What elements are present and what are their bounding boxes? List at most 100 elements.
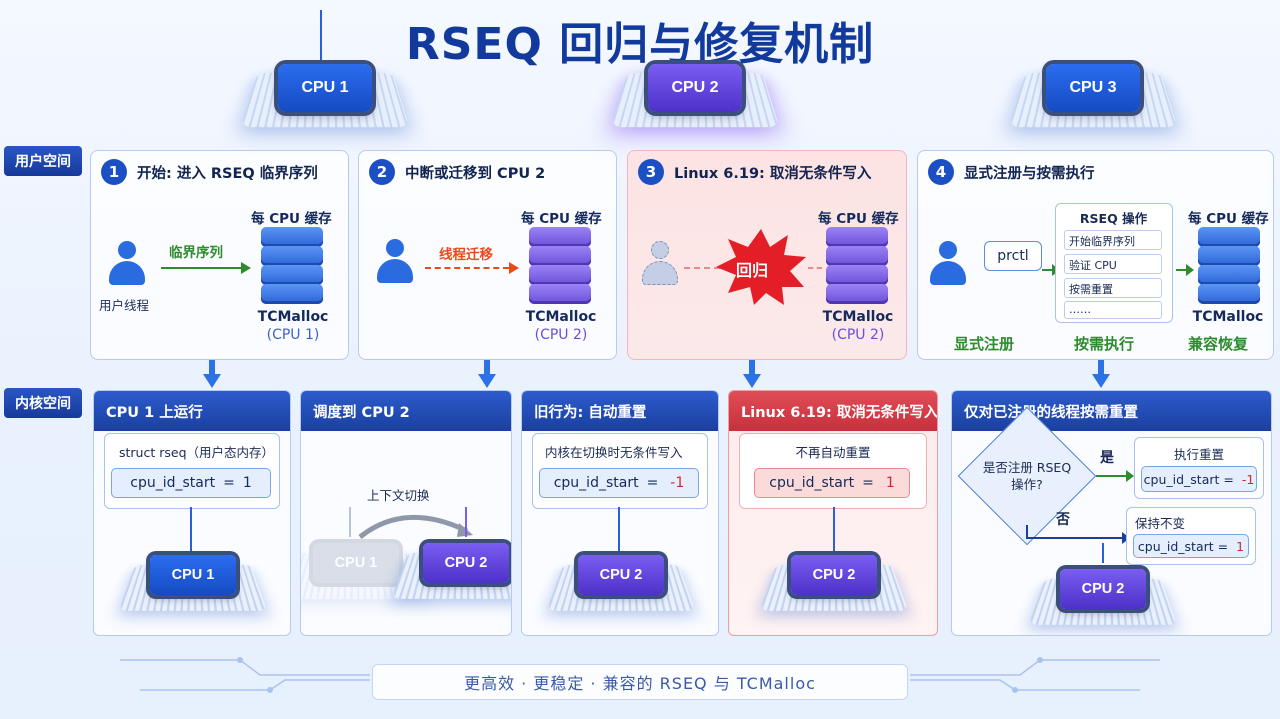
down-arrow-shaft xyxy=(749,360,755,376)
reset-title: 执行重置 xyxy=(1173,447,1224,462)
field-name: cpu_id_start xyxy=(1143,471,1220,487)
step-title: 开始: 进入 RSEQ 临界序列 xyxy=(137,165,318,182)
step-title: 显式注册与按需执行 xyxy=(964,165,1095,182)
cpu-chip-kernel: CPU 2 xyxy=(391,527,511,611)
no-label: 否 xyxy=(1056,512,1070,528)
cache-stack-icon xyxy=(826,227,888,305)
step-number: 2 xyxy=(369,159,395,185)
cpu-chip-label: CPU 3 xyxy=(1046,64,1140,112)
keep-title: 保持不变 xyxy=(1135,516,1186,531)
kernel-panel-title: CPU 1 上运行 xyxy=(94,391,290,431)
context-switch-label: 上下文切换 xyxy=(367,488,430,503)
field-value: 1 xyxy=(1236,538,1245,554)
field-name: cpu_id_start xyxy=(130,475,216,491)
cpu-chip-label: CPU 2 xyxy=(791,555,877,595)
cache-stack-icon xyxy=(261,227,323,305)
explicit-register-label: 显式注册 xyxy=(954,335,1015,353)
arrow-head-icon xyxy=(509,262,519,274)
rseq-op-item: 开始临界序列 xyxy=(1064,230,1162,250)
cpu-chip-label: CPU 1 xyxy=(150,555,236,595)
down-arrow-icon xyxy=(478,374,496,388)
kernel-panel-title: Linux 6.19: 取消无条件写入 xyxy=(729,391,937,431)
user-thread-label: 用户线程 xyxy=(99,298,150,313)
step-panel-3: 3 Linux 6.19: 取消无条件写入 每 CPU 缓存 回归 TCMall… xyxy=(627,150,907,360)
cpu-chip-kernel: CPU 1 xyxy=(118,539,268,623)
connector-line xyxy=(618,507,620,551)
cache-label: 每 CPU 缓存 xyxy=(818,211,899,227)
on-demand-label: 按需执行 xyxy=(1074,335,1135,353)
cpu-chip-kernel: CPU 2 xyxy=(759,539,909,623)
connector-line xyxy=(1102,543,1104,563)
kernel-panel-5: 仅对已注册的线程按需重置 是否注册 RSEQ 操作? 是 执行重置 cpu_id… xyxy=(951,390,1272,636)
field-eq: = xyxy=(862,475,874,491)
struct-rseq-box: struct rseq（用户态内存） cpu_id_start = 1 xyxy=(104,433,280,509)
field-eq: = xyxy=(646,475,659,491)
kernel-panel-title: 调度到 CPU 2 xyxy=(301,391,511,431)
cpu-chip-kernel: CPU 2 xyxy=(546,539,696,623)
footer-tagline: 更高效 · 更稳定 · 兼容的 RSEQ 与 TCMalloc xyxy=(372,664,908,700)
kernel-panel-2: 调度到 CPU 2 上下文切换 CPU 1 CPU 2 xyxy=(300,390,512,636)
cpu-chip-top-2: CPU 2 xyxy=(610,52,780,142)
flow-arrow xyxy=(808,267,822,269)
page-title: RSEQ 回归与修复机制 xyxy=(405,19,875,70)
cache-stack-icon xyxy=(1198,227,1260,305)
prctl-box: prctl xyxy=(984,241,1042,271)
down-arrow-icon xyxy=(203,374,221,388)
step-number: 1 xyxy=(101,159,127,185)
flow-arrow xyxy=(684,267,720,269)
critical-seq-label: 临界序列 xyxy=(169,245,223,261)
no-auto-reset-box: 不再自动重置 cpu_id_start = 1 xyxy=(739,433,927,509)
down-arrow-icon xyxy=(1092,374,1110,388)
down-arrow-shaft xyxy=(209,360,215,376)
arrow-head-icon xyxy=(1186,264,1194,276)
kernel-panel-1: CPU 1 上运行 struct rseq（用户态内存） cpu_id_star… xyxy=(93,390,291,636)
connector-line xyxy=(833,507,835,551)
connector-line xyxy=(465,507,467,537)
user-thread-icon xyxy=(930,241,966,285)
keep-field: cpu_id_start = 1 xyxy=(1133,534,1249,558)
user-thread-icon xyxy=(109,241,145,285)
cache-stack-icon xyxy=(529,227,591,305)
cpu-id-start-field: cpu_id_start = 1 xyxy=(754,468,910,498)
flow-arrow xyxy=(425,267,509,269)
connector-line xyxy=(190,507,192,551)
kernel-panel-4: Linux 6.19: 取消无条件写入 不再自动重置 cpu_id_start … xyxy=(728,390,938,636)
arrow-head-icon xyxy=(1126,470,1134,482)
cpu-label: (CPU 2) xyxy=(831,327,885,343)
tcmalloc-label: TCMalloc xyxy=(525,309,597,325)
step-panel-2: 2 中断或迁移到 CPU 2 每 CPU 缓存 线程迁移 TCMalloc (C… xyxy=(358,150,617,360)
cpu-chip-label: CPU 2 xyxy=(1060,569,1146,609)
down-arrow-icon xyxy=(743,374,761,388)
step-title: 中断或迁移到 CPU 2 xyxy=(405,165,546,182)
field-value: -1 xyxy=(670,475,685,491)
cpu-chip-label: CPU 1 xyxy=(313,543,399,583)
cpu-chip-label: CPU 2 xyxy=(648,64,742,112)
cpu-chip-label: CPU 1 xyxy=(278,64,372,112)
cpu-chip-label: CPU 2 xyxy=(578,555,664,595)
field-eq: = xyxy=(223,475,235,491)
regression-label: 回归 xyxy=(736,261,769,280)
kernel-panel-title: 仅对已注册的线程按需重置 xyxy=(952,391,1271,431)
compat-restore-label: 兼容恢复 xyxy=(1188,335,1249,353)
step-number: 3 xyxy=(638,159,664,185)
no-arrow xyxy=(1026,537,1122,539)
field-name: cpu_id_start xyxy=(553,475,639,491)
kernel-space-label: 内核空间 xyxy=(4,388,82,418)
kernel-panel-title: 旧行为: 自动重置 xyxy=(522,391,718,431)
kernel-panel-3: 旧行为: 自动重置 内核在切换时无条件写入 cpu_id_start = -1 … xyxy=(521,390,719,636)
cpu-chip-kernel: CPU 2 xyxy=(1028,553,1178,635)
rseq-op-item: 验证 CPU xyxy=(1064,254,1162,274)
cpu-chip-label: CPU 2 xyxy=(423,543,509,583)
flow-arrow xyxy=(1042,269,1052,271)
user-thread-icon xyxy=(377,239,413,283)
circuit-decoration-right xyxy=(910,657,1160,693)
rseq-ops-box: RSEQ 操作 开始临界序列 验证 CPU 按需重置 …… xyxy=(1055,203,1173,323)
rseq-op-item: …… xyxy=(1064,301,1162,319)
yes-arrow xyxy=(1096,475,1126,477)
cache-label: 每 CPU 缓存 xyxy=(251,211,332,227)
cpu-chip-top-1: CPU 1 xyxy=(240,52,410,142)
thread-migrate-label: 线程迁移 xyxy=(439,247,493,263)
arrow-head-icon xyxy=(241,262,251,274)
ghost-user-icon xyxy=(642,241,678,285)
old-behavior-box: 内核在切换时无条件写入 cpu_id_start = -1 xyxy=(532,433,708,509)
